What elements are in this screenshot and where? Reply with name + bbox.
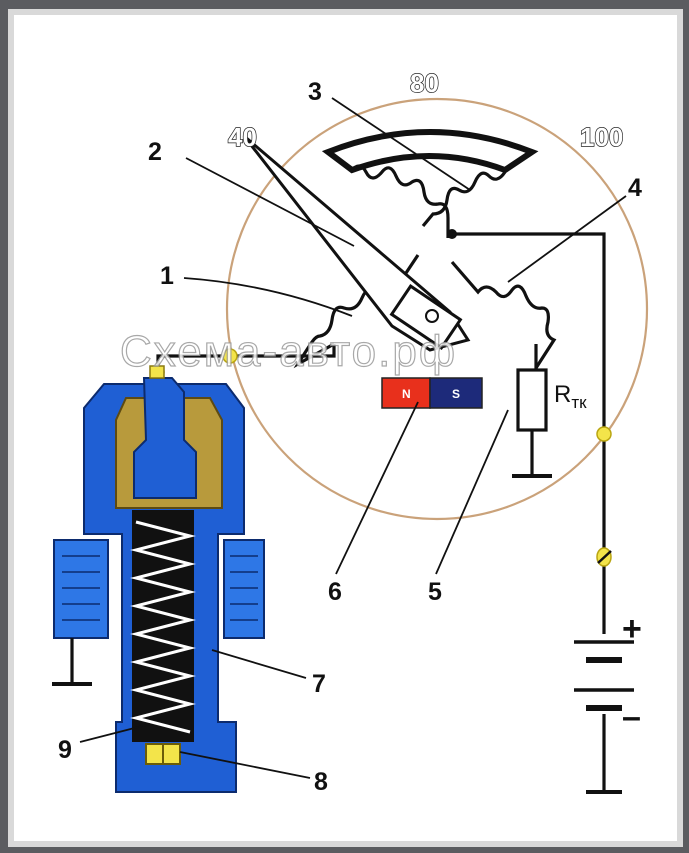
magnet-north-pole xyxy=(381,377,431,409)
callout-4: 4 xyxy=(628,174,642,202)
resistor-label: Rтк xyxy=(554,381,587,412)
ignition-switch-lever xyxy=(597,550,612,564)
sensor-wire xyxy=(156,344,336,372)
magnet-north-label: N xyxy=(402,387,411,401)
callout-6: 6 xyxy=(328,578,342,606)
scale-value-left: 40 xyxy=(228,122,257,152)
callout-5: 5 xyxy=(428,578,442,606)
callout-7: 7 xyxy=(312,670,326,698)
callout-1: 1 xyxy=(160,262,174,290)
sensor-nut-right xyxy=(223,539,265,639)
sensor-thread-lines xyxy=(62,555,258,621)
magnet-south-label: S xyxy=(452,387,460,401)
battery-plus-sign: + xyxy=(622,610,642,648)
coil-3-left-winding xyxy=(348,164,450,238)
magnet-south-pole xyxy=(429,377,483,409)
gauge-dial-circle xyxy=(225,97,649,521)
sensor-contact-tip xyxy=(149,365,165,379)
sensor-contact-rod xyxy=(133,377,197,499)
callout-9: 9 xyxy=(58,736,72,764)
sensor-junction-point xyxy=(222,348,238,364)
callout-8: 8 xyxy=(314,768,328,796)
coil-3-right-winding xyxy=(421,171,507,228)
battery-minus-sign: – xyxy=(622,698,641,736)
coil-3-frame xyxy=(321,129,539,174)
supply-junction-point xyxy=(596,426,612,442)
coil-4-winding xyxy=(450,260,557,369)
battery-gap xyxy=(594,634,616,714)
sensor-nut-left xyxy=(53,539,109,639)
callout-3: 3 xyxy=(308,78,322,106)
supply-wire xyxy=(452,232,606,790)
scale-value-right: 100 xyxy=(580,122,623,152)
callout-2: 2 xyxy=(148,138,162,166)
thermistor-resistor xyxy=(516,368,548,432)
scale-value-top: 80 xyxy=(410,68,439,98)
watermark: Схема-авто.рф xyxy=(120,327,457,376)
needle-pivot xyxy=(425,309,439,323)
sensor-spring xyxy=(130,520,196,734)
callout-leader-lines xyxy=(79,97,627,779)
